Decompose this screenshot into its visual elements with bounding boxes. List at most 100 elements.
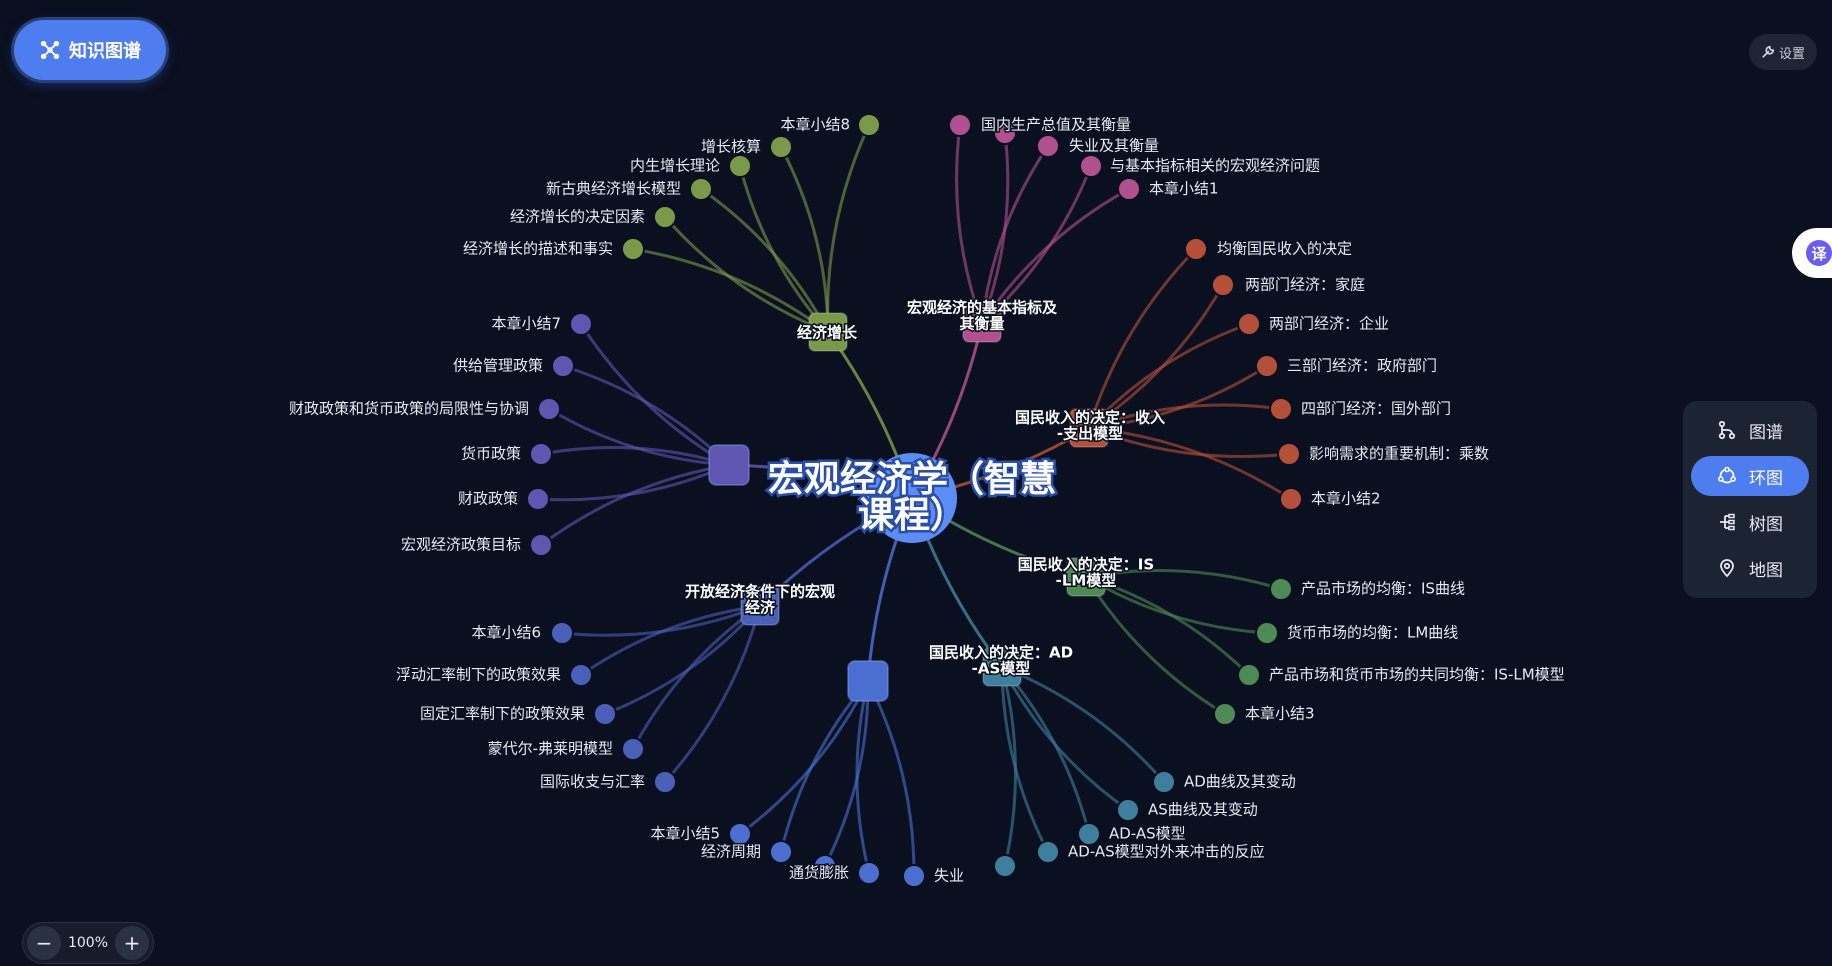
topic-node[interactable] <box>948 113 972 137</box>
topic-node[interactable] <box>1255 621 1279 645</box>
child-link <box>826 124 871 333</box>
chapter-node[interactable] <box>1069 408 1109 448</box>
topic-label: 本章小结3 <box>1245 705 1315 723</box>
center-label: 课程） <box>858 495 966 536</box>
topic-label: 本章小结2 <box>1311 490 1381 508</box>
topic-node[interactable] <box>1269 397 1293 421</box>
topic-label: AD-AS模型对外来冲击的反应 <box>1068 843 1265 861</box>
topic-node[interactable] <box>529 442 553 466</box>
topic-label: 本章小结5 <box>650 825 720 843</box>
child-link <box>823 680 870 867</box>
chapter-label: 开放经济条件下的宏观 <box>685 583 835 601</box>
topic-label: 供给管理政策 <box>453 357 543 375</box>
child-link <box>955 124 984 324</box>
chapter-node[interactable] <box>982 647 1022 687</box>
chapter-node[interactable] <box>708 444 750 486</box>
topic-label: 浮动汇率制下的政策效果 <box>396 666 561 684</box>
topic-node[interactable] <box>1213 702 1237 726</box>
topic-node[interactable] <box>1117 177 1141 201</box>
chapter-label: 经济增长 <box>797 324 858 342</box>
chapter-node[interactable] <box>808 312 848 352</box>
graph-icon <box>1718 420 1736 440</box>
topic-node[interactable] <box>551 354 575 378</box>
topic-node[interactable] <box>689 177 713 201</box>
topic-node[interactable] <box>728 154 752 178</box>
topic-label: AD-AS模型 <box>1109 825 1186 843</box>
topic-label: 产品市场和货币市场的共同均衡：IS-LM模型 <box>1269 666 1565 684</box>
child-link <box>700 187 830 333</box>
child-link <box>1088 426 1292 501</box>
topic-label: 财政政策 <box>458 490 518 508</box>
child-link <box>1085 569 1282 591</box>
knowledge-graph-button[interactable]: 知识图谱 <box>14 20 166 80</box>
chapter-label: 国民收入的决定：IS <box>1018 556 1154 574</box>
topic-node[interactable] <box>1079 154 1103 178</box>
topic-label: 货币市场的均衡：LM曲线 <box>1287 624 1458 642</box>
topic-label: 失业 <box>934 867 964 885</box>
view-tree-button[interactable]: 树图 <box>1691 502 1809 542</box>
topic-node[interactable] <box>537 397 561 421</box>
topic-node[interactable] <box>1116 798 1140 822</box>
chapter-label: 国民收入的决定：AD <box>929 644 1073 662</box>
view-ring-button[interactable]: 环图 <box>1691 456 1809 496</box>
chapter-node[interactable] <box>1066 557 1106 597</box>
topic-node[interactable] <box>526 487 550 511</box>
translate-icon: 译 <box>1806 240 1832 266</box>
topic-node[interactable] <box>1277 442 1301 466</box>
topic-node[interactable] <box>857 113 881 137</box>
topic-node[interactable] <box>593 702 617 726</box>
topic-node[interactable] <box>1269 577 1293 601</box>
topic-node[interactable] <box>550 621 574 645</box>
topic-label: 两部门经济：企业 <box>1269 315 1389 333</box>
topic-node[interactable] <box>813 854 837 878</box>
child-link <box>663 216 829 334</box>
topic-node[interactable] <box>728 822 752 846</box>
topic-node[interactable] <box>1279 487 1303 511</box>
chapter-label: 经济 <box>745 599 776 617</box>
graph-nodes <box>526 113 1303 888</box>
topic-label: 新古典经济增长模型 <box>546 180 681 198</box>
topic-node[interactable] <box>857 861 881 885</box>
topic-node[interactable] <box>1255 354 1279 378</box>
topic-node[interactable] <box>1152 770 1176 794</box>
topic-node[interactable] <box>1036 840 1060 864</box>
topic-node[interactable] <box>1036 134 1060 158</box>
topic-node[interactable] <box>1237 312 1261 336</box>
topic-label: 货币政策 <box>461 445 521 463</box>
topic-node[interactable] <box>653 205 677 229</box>
child-link <box>1084 576 1226 716</box>
topic-node[interactable] <box>769 840 793 864</box>
view-map-button[interactable]: 地图 <box>1691 548 1809 588</box>
topic-node[interactable] <box>621 737 645 761</box>
translate-button[interactable]: 译 <box>1792 228 1832 278</box>
topic-node[interactable] <box>529 533 553 557</box>
topic-node[interactable] <box>1211 273 1235 297</box>
chapter-label: 宏观经济的基本指标及 <box>907 299 1058 317</box>
topic-node[interactable] <box>653 770 677 794</box>
view-ring-label: 环图 <box>1749 468 1783 489</box>
topic-node[interactable] <box>1184 237 1208 261</box>
topic-node[interactable] <box>1077 822 1101 846</box>
chapter-node[interactable] <box>962 303 1002 343</box>
view-map-label: 地图 <box>1749 560 1783 581</box>
zoom-out-button[interactable]: − <box>27 926 61 960</box>
topic-node[interactable] <box>569 663 593 687</box>
topic-node[interactable] <box>621 237 645 261</box>
topic-node[interactable] <box>993 121 1017 145</box>
chapter-label: -AS模型 <box>972 660 1031 678</box>
knowledge-graph-label: 知识图谱 <box>69 41 141 62</box>
zoom-in-button[interactable]: + <box>115 926 149 960</box>
topic-node[interactable] <box>993 854 1017 878</box>
topic-node[interactable] <box>569 312 593 336</box>
center-node[interactable] <box>867 453 957 543</box>
view-graph-button[interactable]: 图谱 <box>1691 410 1809 450</box>
chapter-node[interactable] <box>847 660 889 702</box>
topic-label: 影响需求的重要机制：乘数 <box>1309 445 1489 463</box>
topic-node[interactable] <box>769 135 793 159</box>
child-link <box>632 247 829 334</box>
settings-button[interactable]: 设置 <box>1749 34 1817 70</box>
chapter-node[interactable] <box>740 586 780 626</box>
topic-node[interactable] <box>902 864 926 888</box>
topic-node[interactable] <box>1237 663 1261 687</box>
